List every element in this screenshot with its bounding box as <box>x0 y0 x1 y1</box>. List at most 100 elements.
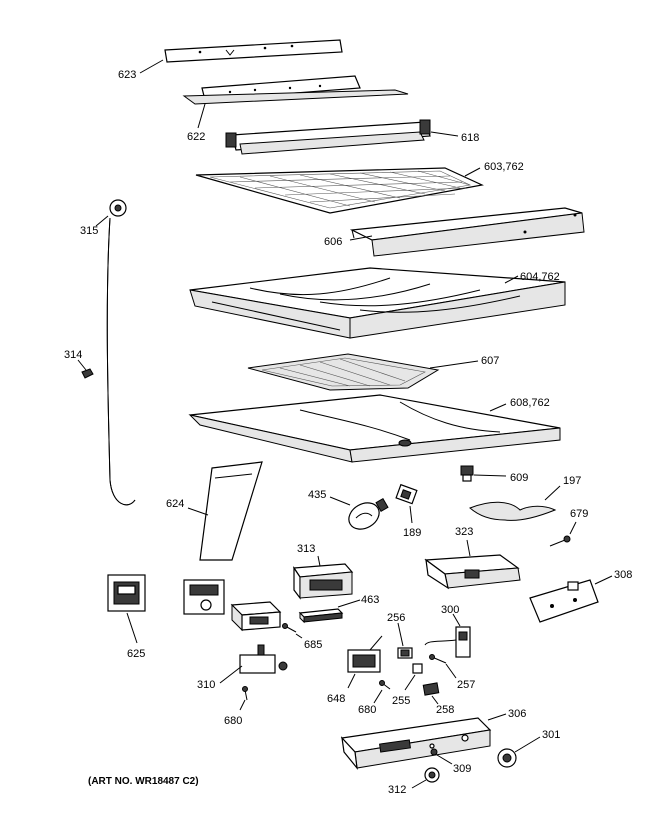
part-301-knob <box>497 748 517 768</box>
label-258: 258 <box>436 704 454 716</box>
label-255: 255 <box>392 695 410 707</box>
label-435: 435 <box>308 489 326 501</box>
label-685: 685 <box>304 639 322 651</box>
part-300-valve <box>424 626 471 658</box>
label-608: 608,762 <box>510 397 550 409</box>
leader-606 <box>349 235 373 241</box>
part-motor-assembly <box>183 579 225 615</box>
part-685-screw <box>282 623 297 633</box>
part-255-clip <box>412 663 423 674</box>
leader-255 <box>404 674 416 691</box>
label-607: 607 <box>481 355 499 367</box>
label-463: 463 <box>361 594 379 606</box>
label-309: 309 <box>453 763 471 775</box>
label-308: 308 <box>614 569 632 581</box>
label-306: 306 <box>508 708 526 720</box>
part-314-clip <box>81 368 94 379</box>
leader-301 <box>514 736 541 753</box>
art-number: (ART NO. WR18487 C2) <box>88 776 199 787</box>
leader-197 <box>544 485 561 501</box>
label-609: 609 <box>510 472 528 484</box>
part-618-bracket <box>225 119 431 155</box>
part-463-block <box>298 608 344 624</box>
part-648-timer <box>347 635 383 673</box>
part-607-mesh-panel <box>247 353 440 391</box>
leader-604 <box>504 275 519 284</box>
part-308-bracket <box>529 579 599 623</box>
leader-315 <box>95 215 109 227</box>
label-603: 603,762 <box>484 161 524 173</box>
leader-310 <box>219 665 243 684</box>
leader-257 <box>445 663 457 679</box>
label-606: 606 <box>324 236 342 248</box>
part-313-box <box>292 563 354 600</box>
label-312: 312 <box>388 784 406 796</box>
leader-308 <box>594 575 613 585</box>
leader-680b <box>373 689 383 704</box>
leader-256 <box>397 622 404 647</box>
label-623: 623 <box>118 69 136 81</box>
label-604: 604,762 <box>520 271 560 283</box>
leader-685 <box>295 633 303 639</box>
leader-463 <box>337 599 361 608</box>
label-679: 679 <box>570 508 588 520</box>
leader-313 <box>317 555 321 567</box>
part-310-relay <box>230 601 288 674</box>
leader-314 <box>77 359 87 371</box>
leader-309 <box>436 754 453 765</box>
leader-608 <box>489 403 507 412</box>
part-435-bulb <box>348 497 389 530</box>
label-624: 624 <box>166 498 184 510</box>
leader-435 <box>329 496 351 506</box>
part-604-shelf <box>189 267 566 339</box>
part-603-wire-shelf <box>195 167 484 214</box>
label-300: 300 <box>441 604 459 616</box>
part-258-clip <box>422 682 440 696</box>
label-301: 301 <box>542 729 560 741</box>
part-680-screw-b <box>379 680 391 690</box>
part-625-switch <box>107 574 146 612</box>
label-680a: 680 <box>224 715 242 727</box>
leader-680a <box>239 699 246 711</box>
part-679-screw <box>549 535 571 547</box>
leader-258 <box>431 695 439 705</box>
part-315-drain-tube <box>106 199 136 506</box>
label-625: 625 <box>127 648 145 660</box>
part-609-fastener <box>460 465 474 482</box>
part-189-socket <box>395 483 418 505</box>
label-256: 256 <box>387 612 405 624</box>
part-608-pan <box>188 394 561 463</box>
label-618: 618 <box>461 132 479 144</box>
part-623-top-strip <box>164 39 343 63</box>
part-606-channel <box>349 207 585 257</box>
part-197-gasket <box>469 501 557 521</box>
label-313: 313 <box>297 543 315 555</box>
leader-679 <box>569 521 577 535</box>
part-306-control-bracket <box>340 717 492 771</box>
label-680b: 680 <box>358 704 376 716</box>
leader-618 <box>430 131 459 137</box>
leader-648 <box>347 673 356 689</box>
leader-607 <box>429 360 479 369</box>
leader-189 <box>409 505 413 524</box>
label-648: 648 <box>327 693 345 705</box>
label-189: 189 <box>403 527 421 539</box>
part-309-nut <box>430 748 438 756</box>
label-310: 310 <box>197 679 215 691</box>
leader-306 <box>487 713 507 721</box>
part-622-plate <box>182 75 409 105</box>
label-315: 315 <box>80 225 98 237</box>
label-314: 314 <box>64 349 82 361</box>
leader-300 <box>452 613 461 627</box>
leader-625 <box>126 612 138 644</box>
label-323: 323 <box>455 526 473 538</box>
leader-623 <box>139 59 164 74</box>
part-257-screw <box>429 654 447 664</box>
leader-622 <box>197 103 206 129</box>
part-680-screw-a <box>242 686 248 701</box>
label-257: 257 <box>457 679 475 691</box>
part-624-panel <box>199 461 263 561</box>
leader-609 <box>473 474 507 477</box>
part-256-fitting <box>397 647 413 659</box>
